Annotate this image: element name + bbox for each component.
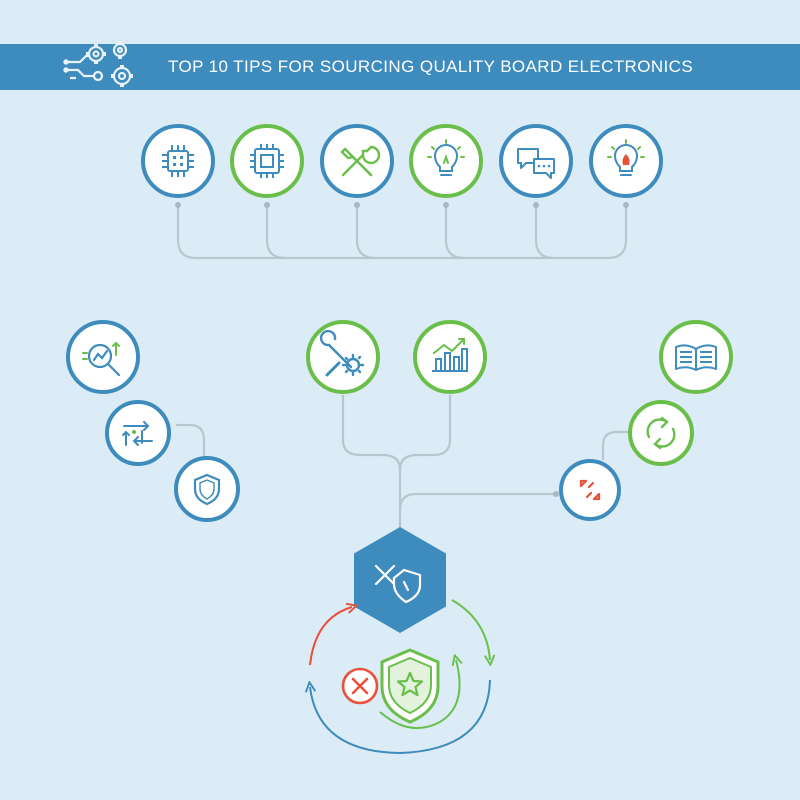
cycle-arrow-green-inner	[379, 660, 460, 729]
cycle-arrows	[309, 599, 491, 755]
shield-icon	[174, 456, 240, 522]
lightbulb-icon	[409, 124, 483, 198]
growth-chart-icon	[413, 320, 487, 394]
cycle-arrow-green-outer	[451, 599, 490, 660]
reject-x-icon	[341, 667, 379, 705]
microchip-icon	[230, 124, 304, 198]
center-branch	[306, 320, 487, 394]
middle-connector-lines	[176, 395, 630, 540]
middle-connector-dots	[553, 491, 559, 497]
circuit-chip-icon	[141, 124, 215, 198]
lightbulb-idea-icon	[589, 124, 663, 198]
tools-shield-hexagon-icon	[354, 527, 446, 633]
expand-arrows-icon	[559, 459, 621, 521]
wrench-screwdriver-icon	[320, 124, 394, 198]
search-analysis-icon	[66, 320, 140, 394]
top-connector-dots	[175, 202, 629, 208]
open-book-icon	[659, 320, 733, 394]
refresh-cycle-icon	[628, 400, 694, 466]
top-connector-lines	[176, 205, 628, 260]
chat-bubbles-icon	[499, 124, 573, 198]
transfer-arrows-icon	[105, 400, 171, 466]
wrench-gear-icon	[306, 320, 380, 394]
gears-circuit-icon	[63, 41, 133, 87]
page-title: TOP 10 TIPS FOR SOURCING QUALITY BOARD E…	[168, 57, 694, 76]
header-banner: TOP 10 TIPS FOR SOURCING QUALITY BOARD E…	[0, 41, 800, 90]
right-branch	[559, 320, 733, 521]
top-icon-row	[141, 124, 663, 198]
quality-shield-star-icon	[380, 648, 440, 724]
cycle-arrow-blue	[310, 679, 491, 755]
left-branch	[66, 320, 240, 522]
cycle-arrow-red	[309, 607, 352, 666]
